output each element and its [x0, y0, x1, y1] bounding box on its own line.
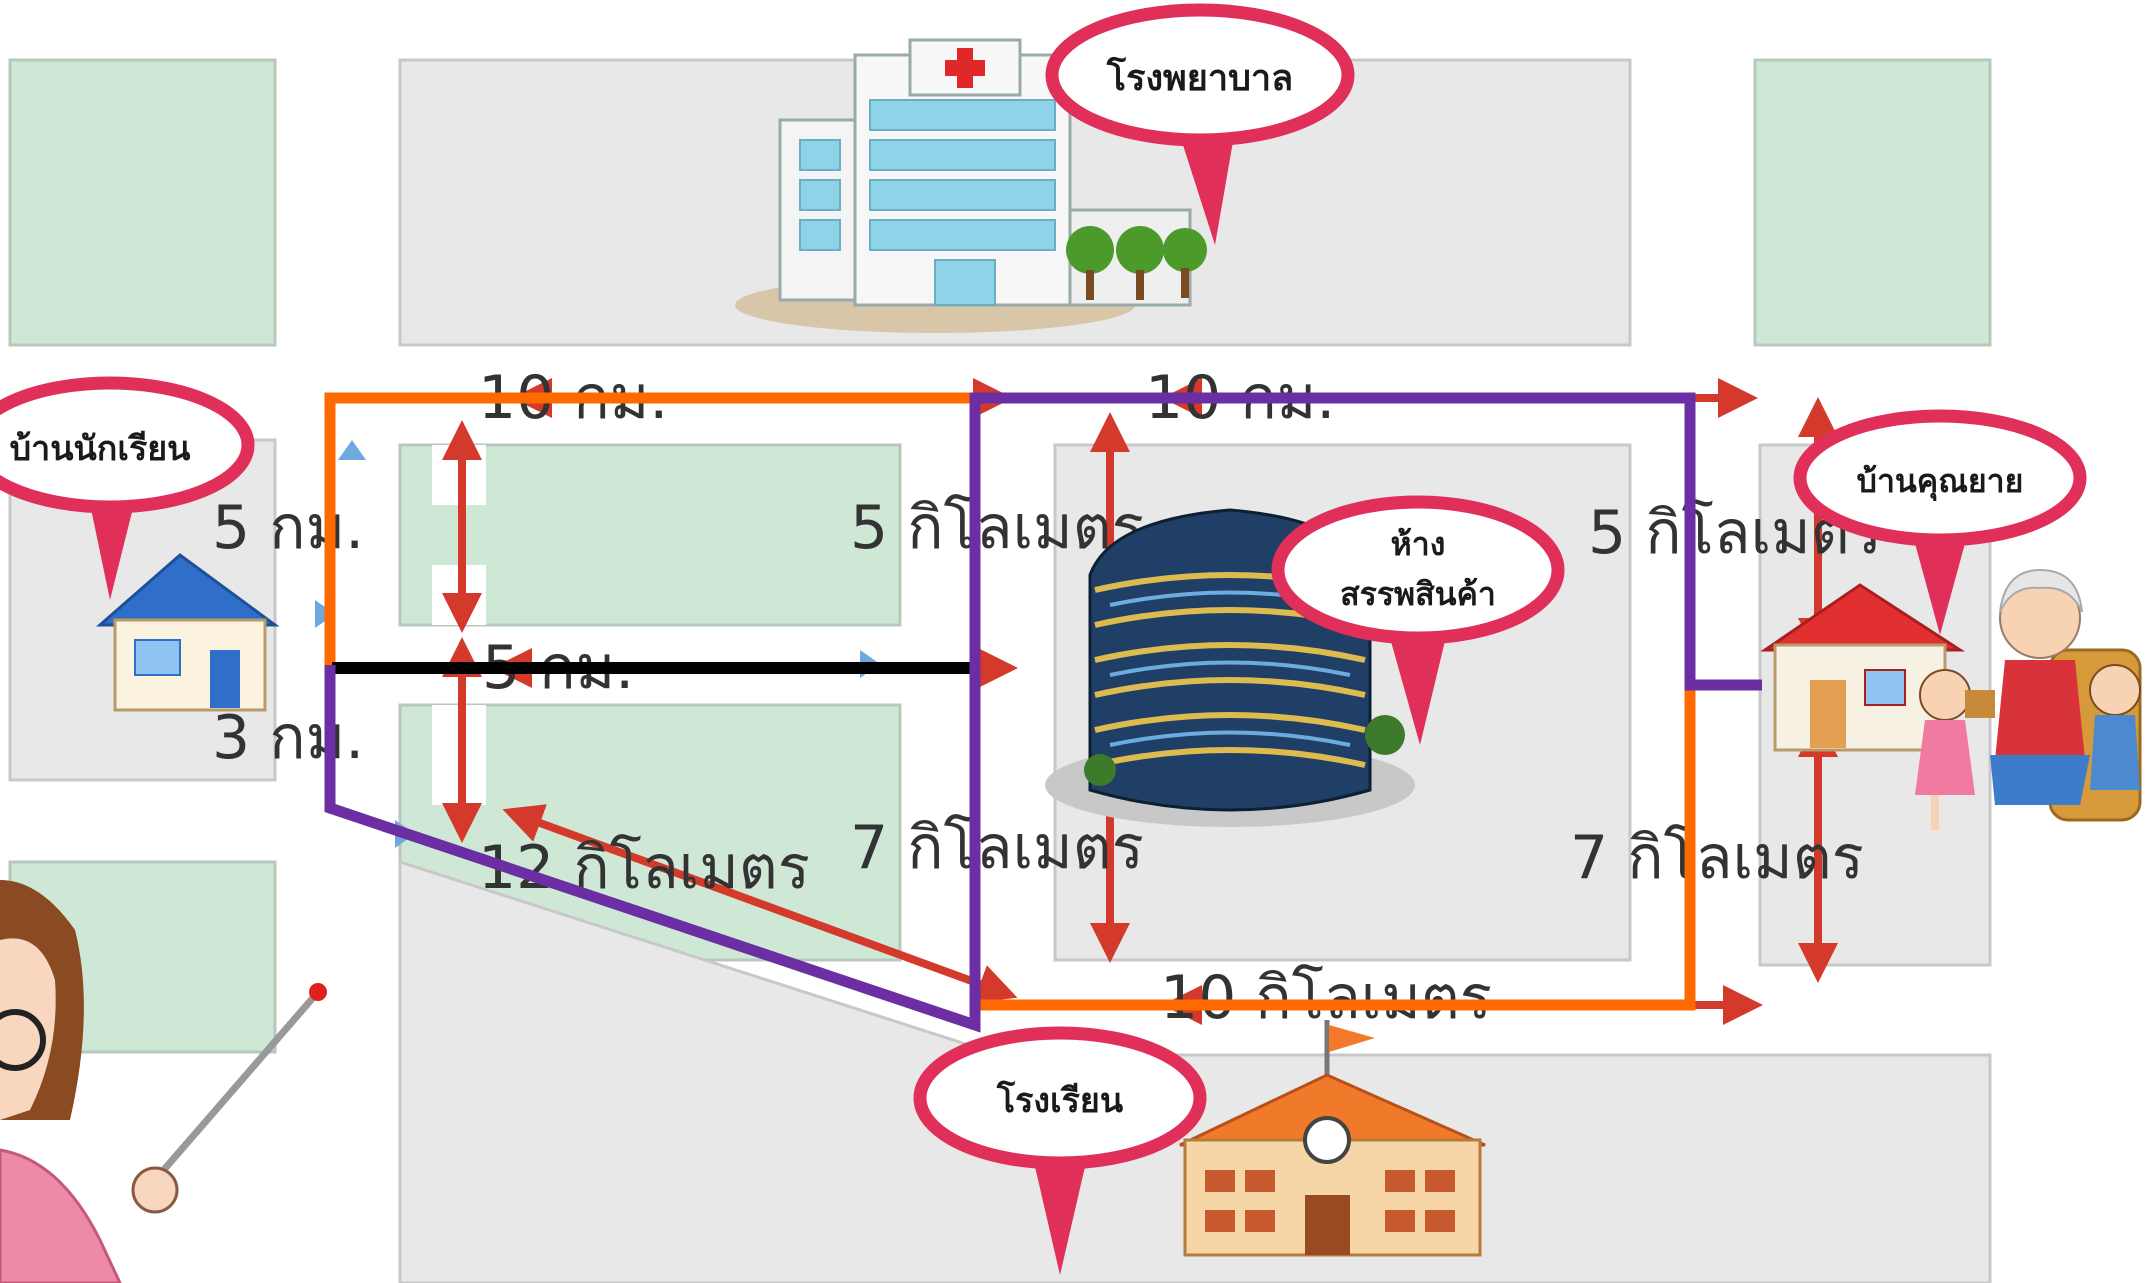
label-mid-lower: 7 กิโลเมตร	[850, 813, 1144, 883]
hospital-door	[934, 259, 996, 306]
teacher-body	[0, 1148, 122, 1283]
department-store-building	[1045, 508, 1415, 827]
pin-school: โรงเรียน	[913, 1026, 1207, 1275]
teacher-hand	[131, 1166, 179, 1214]
arrow-diagonal	[502, 804, 1018, 1003]
student-house-window	[134, 639, 181, 676]
school-windows	[1205, 1170, 1455, 1232]
store-tree-1	[1365, 715, 1405, 755]
kid-girl-body	[1915, 720, 1975, 795]
teacher-face	[0, 938, 56, 1120]
student-house-door	[210, 650, 240, 708]
route-purple	[324, 392, 1762, 1033]
pin-hospital: โรงพยาบาล	[1045, 3, 1355, 245]
hospital-windows	[799, 99, 1056, 251]
trees	[1066, 226, 1207, 300]
kid-girl-head	[1919, 669, 1971, 721]
grandma-skirt	[1990, 755, 2090, 805]
block-top-right	[1753, 58, 1992, 347]
location-pins: โรงพยาบาล บ้านนักเรียน ห้าง สรรพสินค้า บ…	[0, 3, 2087, 1275]
grandma-body	[1995, 660, 2085, 760]
school-building	[1179, 1020, 1486, 1257]
place-student-home: บ้านนักเรียน	[10, 429, 191, 469]
label-diagonal: 12 กิโลเมตร	[478, 833, 810, 903]
teacher-pointer-tip	[309, 983, 327, 1001]
pin-grandma-home: บ้านคุณยาย	[1793, 409, 2087, 635]
route-orange	[324, 392, 975, 670]
store-window-bands	[1094, 572, 1366, 768]
school-door	[1305, 1195, 1350, 1255]
kid-boy-body	[2090, 715, 2140, 790]
gift-basket	[1965, 690, 1995, 718]
label-left-lower: 3 กม.	[212, 703, 364, 773]
school-clock	[1303, 1116, 1351, 1164]
store-tree-2	[1084, 754, 1116, 786]
teacher-pointer	[152, 989, 321, 1183]
teacher-glasses	[0, 1009, 46, 1071]
route-orange-bottom	[975, 690, 1696, 1011]
teacher-character	[0, 880, 327, 1283]
label-left-upper: 5 กม.	[212, 493, 364, 563]
label-right-lower: 7 กิโลเมตร	[1570, 823, 1864, 893]
route-lines	[324, 392, 1762, 1033]
grandma-house-window	[1864, 669, 1906, 706]
kid-boy-head	[2089, 664, 2141, 716]
cross-horizontal	[945, 60, 985, 76]
grandma-house	[1760, 583, 1966, 752]
pin-department-store: ห้าง สรรพสินค้า	[1271, 495, 1565, 745]
block-top-left	[8, 58, 277, 347]
place-department-store-line1: ห้าง	[1391, 525, 1446, 563]
label-mid-upper: 5 กิโลเมตร	[850, 493, 1144, 563]
student-house	[96, 553, 280, 712]
place-hospital: โรงพยาบาล	[1106, 56, 1293, 99]
flag	[1329, 1025, 1375, 1052]
distance-labels: 10 กม. 10 กม. 5 กม. 3 กม. 5 กม. 5 กิโลเม…	[212, 363, 1882, 1033]
pin-student-home: บ้านนักเรียน	[0, 376, 255, 600]
hospital-building	[735, 38, 1207, 333]
blue-arrow-1	[338, 440, 366, 460]
grandma-with-kids	[1915, 568, 2142, 830]
place-department-store-line2: สรรพสินค้า	[1340, 575, 1496, 613]
grandma-house-door	[1810, 680, 1846, 748]
place-school: โรงเรียน	[996, 1080, 1123, 1121]
place-grandma-home: บ้านคุณยาย	[1857, 462, 2024, 502]
grandma-hair	[1999, 568, 2083, 613]
